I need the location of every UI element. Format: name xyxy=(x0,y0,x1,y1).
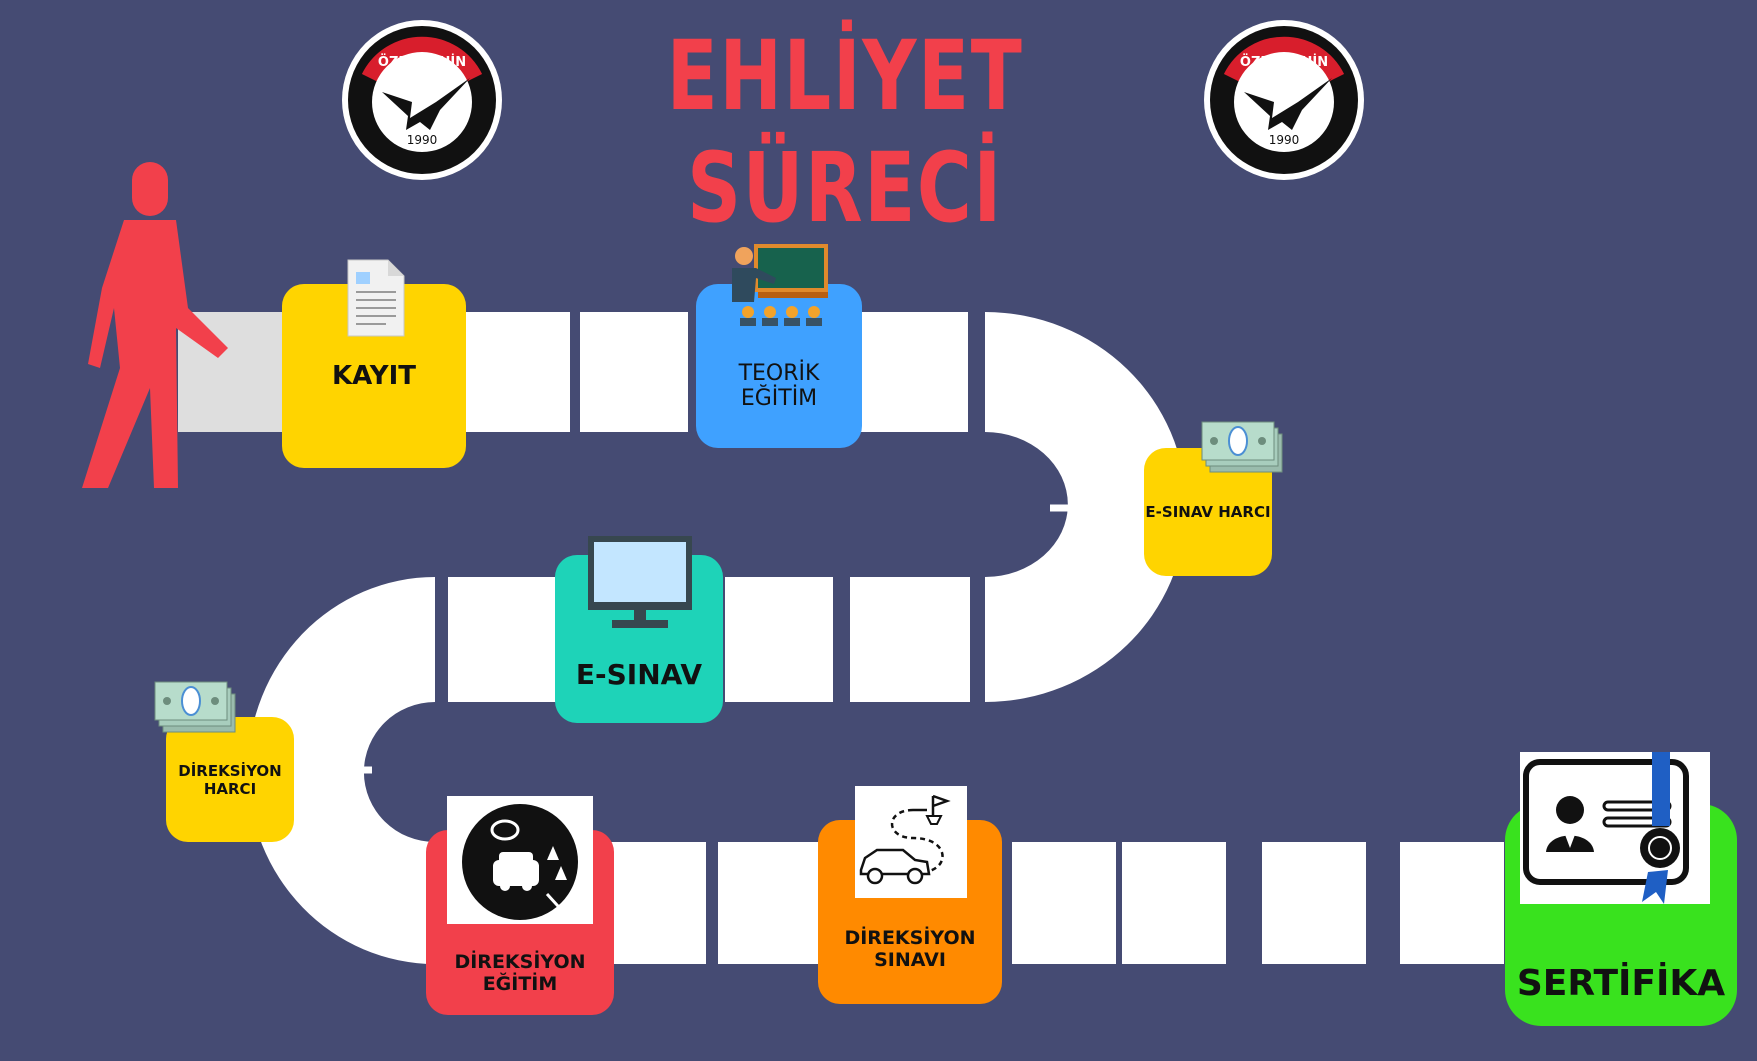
step-direksiyon-harci[interactable]: DİREKSİYON HARCI xyxy=(166,717,294,842)
svg-text:1990: 1990 xyxy=(407,133,438,147)
road-bottom-row xyxy=(598,842,1504,964)
step-kayit-label: KAYIT xyxy=(331,361,417,391)
step-teorik-label-1: TEORİK xyxy=(738,361,820,386)
step-esinav-harci-label: E-SINAV HARCI xyxy=(1145,503,1271,521)
svg-text:1990: 1990 xyxy=(1269,133,1300,147)
step-direksiyon-egitim-label: DİREKSİYON EĞİTİM xyxy=(454,950,586,995)
school-logo-right: ÖZEL ŞAHİN 1990 xyxy=(1202,18,1366,182)
certificate-id-icon xyxy=(1520,752,1710,904)
step-direksiyon-sinavi-label: DİREKSİYON SINAVI xyxy=(844,927,976,971)
driving-cones-icon xyxy=(447,796,593,924)
money-stack-icon xyxy=(1200,420,1286,480)
step-sertifika-label: SERTİFİKA xyxy=(1516,962,1726,1004)
car-route-icon xyxy=(855,786,967,898)
school-logo-left: ÖZEL ŞAHİN 1990 xyxy=(340,18,504,182)
document-icon xyxy=(346,258,406,342)
eagle-icon xyxy=(1244,78,1332,130)
classroom-blackboard-icon xyxy=(730,242,830,336)
step-teorik-label-2: EĞİTİM xyxy=(740,386,818,411)
svg-text:ÖZEL ŞAHİN: ÖZEL ŞAHİN xyxy=(1240,54,1328,70)
walking-person-icon xyxy=(80,158,230,492)
eagle-icon xyxy=(382,78,470,130)
svg-text:ÖZEL ŞAHİN: ÖZEL ŞAHİN xyxy=(378,54,466,70)
money-stack-icon xyxy=(153,680,239,740)
step-teorik-egitim[interactable]: TEORİK EĞİTİM xyxy=(696,284,862,448)
computer-monitor-icon xyxy=(586,534,694,634)
road-top-row xyxy=(462,312,968,432)
step-direksiyon-harci-label: DİREKSİYON HARCI xyxy=(178,761,282,798)
road-middle-row xyxy=(448,577,970,702)
page-title: EHLİYET SÜRECİ xyxy=(666,20,1024,244)
step-esinav-label: E-SINAV xyxy=(575,657,703,691)
